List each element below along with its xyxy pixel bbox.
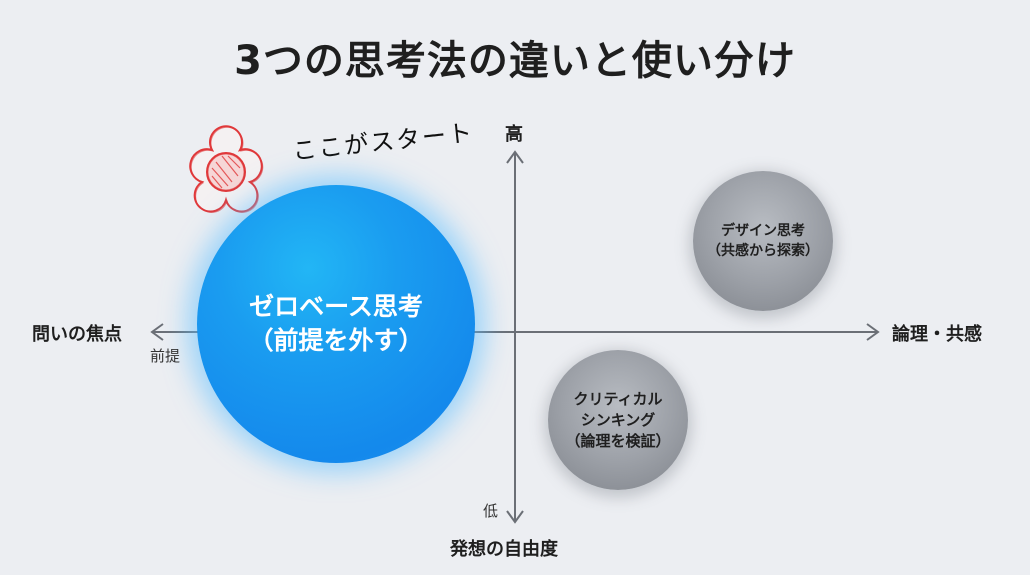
bubble-label-line1: デザイン思考	[721, 223, 805, 239]
arrow-left-icon	[150, 323, 164, 341]
bubble-label-line1: ゼロベース思考	[249, 292, 423, 321]
flower-doodle-icon	[189, 125, 264, 213]
bubble-label-line1: クリティカル	[573, 389, 663, 408]
x-axis-left-label: 問いの焦点	[32, 324, 122, 345]
y-axis-top-label: 高	[505, 124, 523, 145]
arrow-right-icon	[866, 323, 880, 341]
y-axis-title: 発想の自由度	[450, 539, 558, 560]
page-title: 3つの思考法の違いと使い分け	[234, 38, 796, 84]
bubble-label-line2: シンキング	[580, 410, 656, 429]
arrow-down-icon	[506, 510, 524, 524]
arrow-up-icon	[506, 150, 524, 164]
x-axis-right-label: 論理・共感	[892, 324, 982, 345]
bubble-design-thinking[interactable]: デザイン思考 （共感から探索）	[693, 171, 833, 311]
bubble-label-line2: （前提を外す）	[248, 326, 424, 355]
bubble-label-line3: （論理を検証）	[565, 431, 671, 450]
bubble-label-line2: （共感から探索）	[707, 243, 819, 259]
y-axis-bottom-label: 低	[483, 502, 499, 520]
bubble-zero-base-thinking[interactable]: ゼロベース思考 （前提を外す）	[197, 185, 475, 463]
bubble-critical-thinking[interactable]: クリティカル シンキング （論理を検証）	[548, 350, 688, 490]
x-axis-left-sub-label: 前提	[150, 347, 181, 365]
